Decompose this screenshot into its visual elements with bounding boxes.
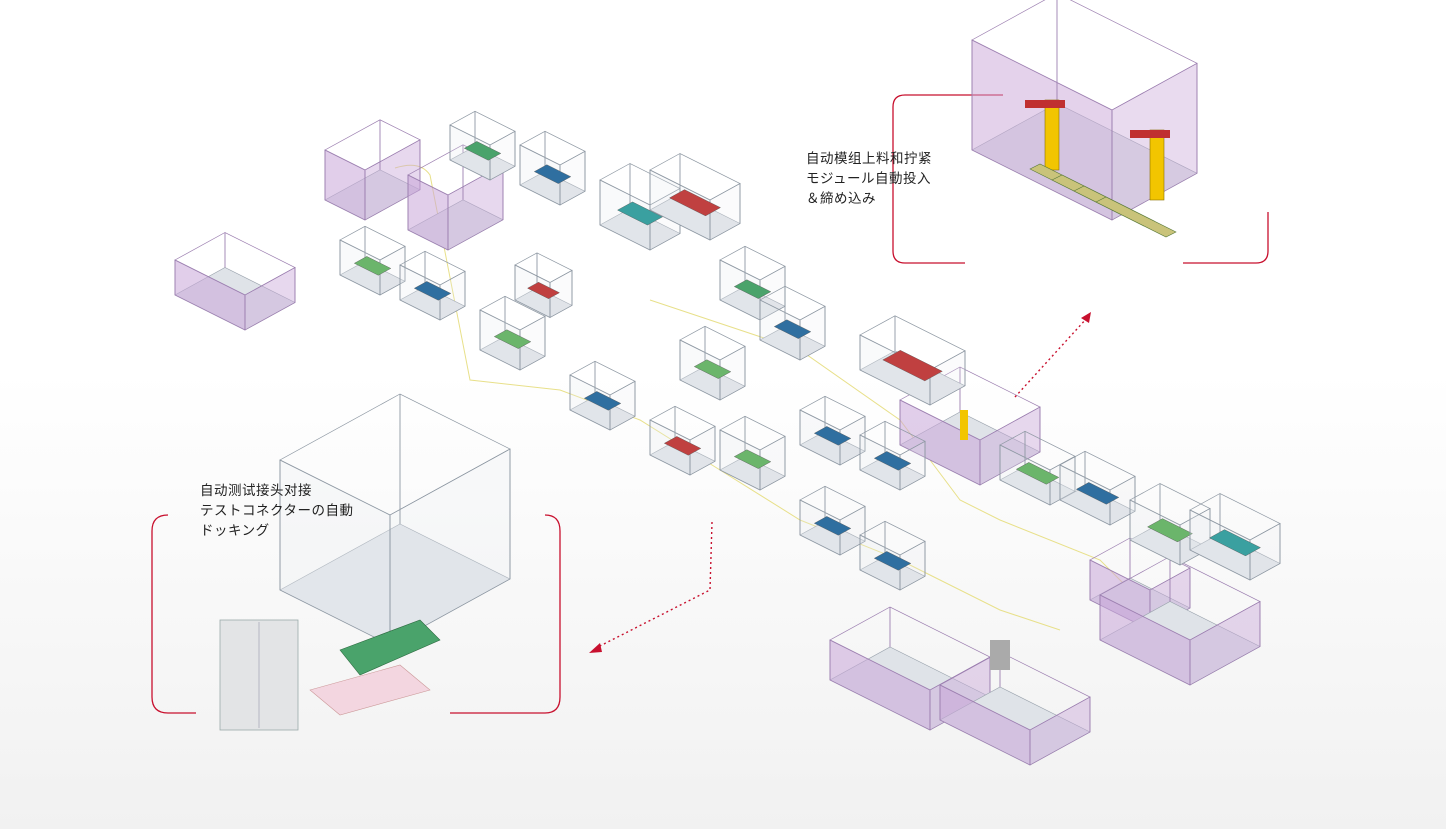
callout-bracket-bottom-left xyxy=(151,514,196,714)
frame-station xyxy=(1189,493,1281,581)
robot-arm xyxy=(990,640,1010,670)
arrow-to-top-callout xyxy=(1014,317,1088,398)
wall xyxy=(389,448,511,646)
detail-views xyxy=(219,0,1198,731)
workpiece xyxy=(873,451,912,471)
enclosure-station xyxy=(1099,556,1261,686)
frame-station xyxy=(1059,450,1136,526)
frame-station xyxy=(679,325,746,401)
frame-station xyxy=(759,285,826,361)
frame-station xyxy=(719,415,786,491)
workpiece xyxy=(463,141,502,161)
frame-station xyxy=(599,163,681,251)
workpiece xyxy=(693,359,732,379)
robot-arm xyxy=(960,410,968,440)
workpiece xyxy=(663,436,702,456)
callout-bracket-bottom-left-end xyxy=(450,514,561,714)
robot-arm xyxy=(1149,129,1165,201)
arrowhead-up-icon xyxy=(1081,312,1091,323)
callout-connector-docking: 自动测试接头对接 テストコネクターの自動 ドッキング xyxy=(200,481,353,541)
frame-station xyxy=(649,405,716,476)
workpiece xyxy=(493,329,532,349)
callout-line: ＆締め込み xyxy=(806,191,876,207)
robot-gripper xyxy=(1025,100,1065,108)
arrowhead-down-icon xyxy=(589,643,602,653)
workpiece xyxy=(617,201,663,226)
workpiece xyxy=(773,319,812,339)
enclosure-station xyxy=(174,232,296,331)
wall xyxy=(1189,600,1261,686)
detail-module-loading-cell xyxy=(971,0,1198,221)
frame-station xyxy=(339,225,406,296)
workpiece xyxy=(413,281,452,301)
callout-line: モジュール自動投入 xyxy=(806,171,932,187)
wall xyxy=(324,149,366,221)
enclosure-station xyxy=(407,144,504,251)
callout-brackets xyxy=(151,94,1269,714)
workpiece xyxy=(813,426,852,446)
workpiece xyxy=(527,281,560,299)
workpiece xyxy=(733,279,772,299)
frame-station xyxy=(514,252,573,319)
test-connector-board xyxy=(339,619,441,676)
callout-bracket-top-right-end xyxy=(1183,212,1269,264)
frame-station xyxy=(449,110,516,181)
callout-module-loading: 自动模组上料和拧紧 モジュール自動投入 ＆締め込み xyxy=(806,149,932,209)
frame-station xyxy=(799,395,866,466)
workpiece xyxy=(533,164,572,184)
workpiece xyxy=(669,189,721,217)
workpiece xyxy=(583,391,622,411)
callout-line: 自动测试接头对接 xyxy=(200,483,312,499)
workpiece xyxy=(1209,529,1261,557)
wall xyxy=(174,259,246,331)
frame-station xyxy=(799,485,866,556)
callout-line: 自动模组上料和拧紧 xyxy=(806,151,932,167)
workpiece xyxy=(1075,482,1120,505)
callout-line: テストコネクターの自動 xyxy=(200,503,354,519)
stations xyxy=(174,110,1281,766)
wall xyxy=(244,266,296,331)
callout-line: ドッキング xyxy=(200,523,270,539)
arrow-to-bottom-callout xyxy=(595,521,713,649)
enclosure-station xyxy=(324,119,421,221)
workpiece xyxy=(733,449,772,469)
frame-station xyxy=(999,430,1076,506)
callout-arrows xyxy=(589,312,1091,653)
workpiece xyxy=(813,516,852,536)
detail-docking-station xyxy=(279,393,511,646)
frame-station xyxy=(859,420,926,491)
enclosure-station xyxy=(939,651,1091,766)
frame-station xyxy=(519,130,586,206)
frame-station xyxy=(649,153,741,241)
wall xyxy=(407,174,449,251)
callout-bracket-top-right xyxy=(892,94,1003,264)
frame-station xyxy=(859,315,966,406)
frame-station xyxy=(399,250,466,321)
workpiece xyxy=(1015,462,1060,485)
robot-arm xyxy=(1044,99,1060,171)
frame-station xyxy=(479,295,546,371)
frame-station xyxy=(859,520,926,591)
workpiece xyxy=(873,551,912,571)
frame-station xyxy=(569,360,636,431)
battery-module xyxy=(1095,196,1177,238)
base-plate xyxy=(309,664,431,716)
enclosure-station xyxy=(899,366,1041,486)
workpiece xyxy=(1147,518,1193,543)
workpiece xyxy=(882,350,943,382)
robot-gripper xyxy=(1130,130,1170,138)
workpiece xyxy=(353,256,392,276)
